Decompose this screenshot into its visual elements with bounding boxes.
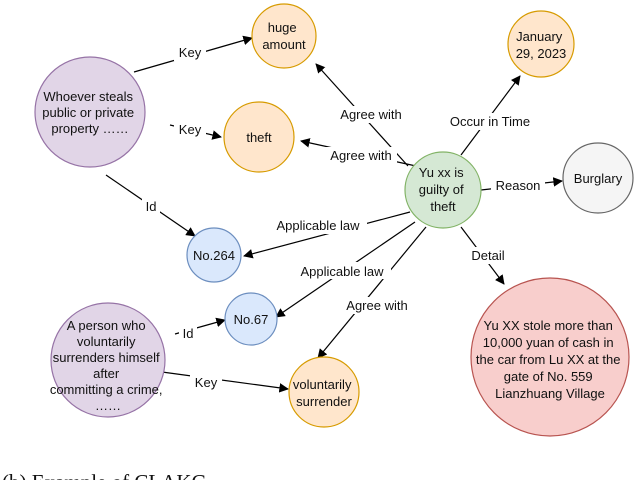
label-reason: Reason (496, 178, 541, 193)
label-agree-theft: Agree with (330, 148, 391, 163)
edge-agree-surrender (317, 226, 427, 359)
node-theft-label: theft (246, 130, 272, 145)
node-center-line: guilty of (419, 182, 464, 197)
node-voluntarily-surrender: voluntarily surrender (288, 356, 360, 428)
node-huge-amount-line: amount (262, 37, 306, 52)
node-article-surrender-line: after (93, 366, 120, 381)
label-applicable-law-264: Applicable law (276, 218, 360, 233)
svg-text:January 29, 2023: January 29, 2023 (516, 29, 567, 61)
node-article-surrender-line: committing a crime, (50, 382, 163, 397)
node-article-theft: Whoever steals public or private propert… (34, 56, 146, 168)
node-date: January 29, 2023 (507, 10, 575, 78)
node-voluntarily-surrender-line: surrender (296, 394, 352, 409)
node-article-surrender: A person who voluntarily surrenders hims… (50, 302, 166, 418)
node-date-line: January (516, 29, 563, 44)
node-no67-label: No.67 (234, 312, 269, 327)
edge-key-surrender (161, 371, 289, 393)
node-detail-line: 10,000 yuan of cash in (483, 335, 614, 350)
node-article-surrender-line: voluntarily (77, 334, 136, 349)
node-detail-line: Yu XX stole more than (484, 318, 613, 333)
svg-text:A person who voluntarily: A person who voluntarily surrenders hims… (50, 318, 166, 413)
node-no67: No.67 (224, 292, 278, 346)
node-article-theft-line: Whoever steals (43, 89, 133, 104)
label-occur-in-time: Occur in Time (450, 114, 530, 129)
node-article-surrender-line: surrenders himself (53, 350, 160, 365)
label-agree-huge-amount: Agree with (340, 107, 401, 122)
label-key-surrender: Key (195, 375, 218, 390)
svg-text:voluntarily surrender: voluntarily surrender (293, 377, 355, 409)
label-agree-surrender: Agree with (346, 298, 407, 313)
node-no264: No.264 (186, 227, 242, 283)
label-applicable-law-67: Applicable law (300, 264, 384, 279)
node-burglary: Burglary (562, 142, 634, 214)
svg-text:huge amount: huge amount (262, 20, 306, 52)
node-article-surrender-line: …… (95, 398, 121, 413)
label-key-huge-amount: Key (179, 45, 202, 60)
node-article-theft-line: public or private (42, 105, 134, 120)
figure-caption: (b) Example of CLAKG (2, 470, 207, 480)
node-no264-label: No.264 (193, 248, 235, 263)
label-id-no264: Id (146, 199, 157, 214)
svg-text:Yu XX stole more than 10: Yu XX stole more than 10,000 yuan of cas… (476, 318, 624, 401)
edge-labels: Key Key Id Agree with Agree with Occur i… (142, 44, 545, 391)
node-detail-line: the car from Lu XX at the (476, 352, 621, 367)
node-center-verdict: Yu xx is guilty of theft (404, 151, 482, 229)
label-key-theft: Key (179, 122, 202, 137)
svg-text:Yu xx is guilty of: Yu xx is guilty of theft (419, 165, 467, 214)
node-article-theft-line: property …… (51, 121, 128, 136)
node-center-line: theft (430, 199, 456, 214)
label-id-no67: Id (183, 326, 194, 341)
node-center-line: Yu xx is (419, 165, 464, 180)
node-huge-amount-line: huge (268, 20, 297, 35)
label-detail: Detail (471, 248, 504, 263)
svg-text:Whoever steals public or: Whoever steals public or private propert… (42, 89, 137, 136)
node-theft: theft (223, 101, 295, 173)
node-voluntarily-surrender-line: voluntarily (293, 377, 352, 392)
node-detail-line: gate of No. 559 (504, 369, 593, 384)
node-detail-line: Lianzhuang Village (495, 386, 605, 401)
node-huge-amount: huge amount (251, 3, 317, 69)
node-date-line: 29, 2023 (516, 46, 567, 61)
node-burglary-label: Burglary (574, 171, 623, 186)
node-detail: Yu XX stole more than 10,000 yuan of cas… (470, 277, 630, 437)
node-article-surrender-line: A person who (67, 318, 146, 333)
